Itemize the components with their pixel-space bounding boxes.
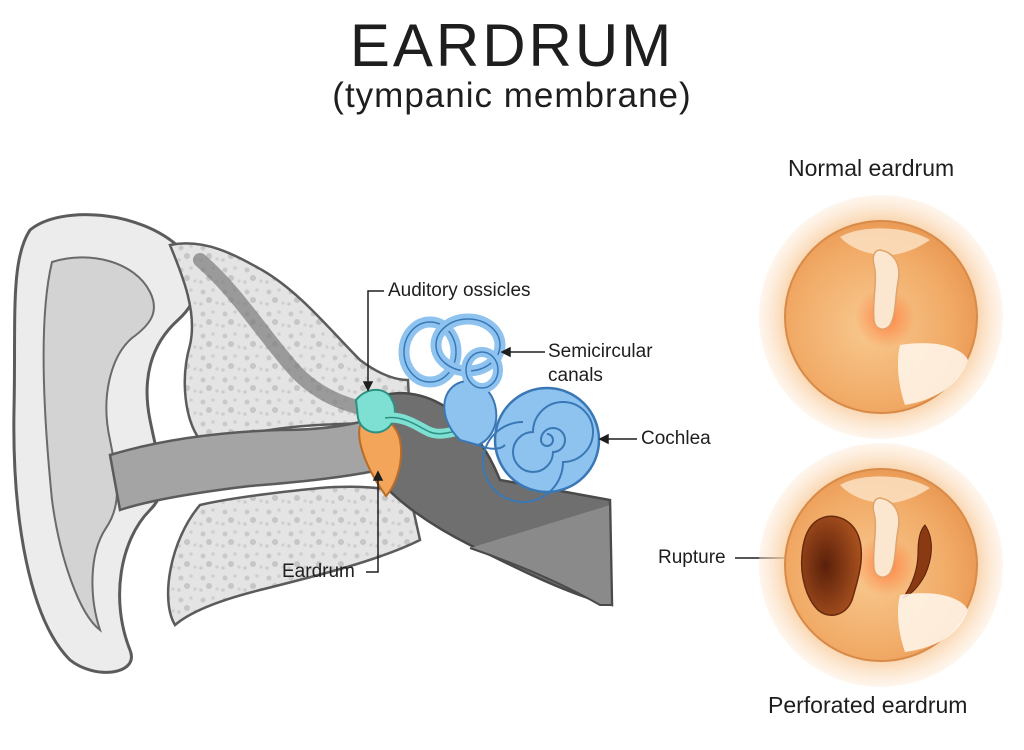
label-cochlea: Cochlea <box>641 428 711 449</box>
label-semicircular-canals-line2: canals <box>548 365 603 386</box>
auricle <box>12 213 199 674</box>
rupture-hole <box>800 515 863 616</box>
page-subtitle: (tympanic membrane) <box>332 76 692 115</box>
inner-ear <box>398 313 601 503</box>
label-semicircular-canals-line1: Semicircular <box>548 341 653 362</box>
page-title: EARDRUM <box>349 12 675 79</box>
eardrum-leader <box>366 478 379 573</box>
caption-perforated-eardrum: Perforated eardrum <box>768 692 968 718</box>
label-auditory-ossicles: Auditory ossicles <box>388 280 531 301</box>
normal-eardrum-view <box>759 195 1003 439</box>
caption-normal-eardrum: Normal eardrum <box>788 155 955 181</box>
eardrum-membrane <box>358 415 402 498</box>
label-eardrum: Eardrum <box>282 561 355 582</box>
perforated-eardrum-view <box>759 443 1003 687</box>
temporal-bone-lower <box>166 485 422 627</box>
label-rupture: Rupture <box>658 547 726 568</box>
ossicles-leader <box>367 290 384 385</box>
